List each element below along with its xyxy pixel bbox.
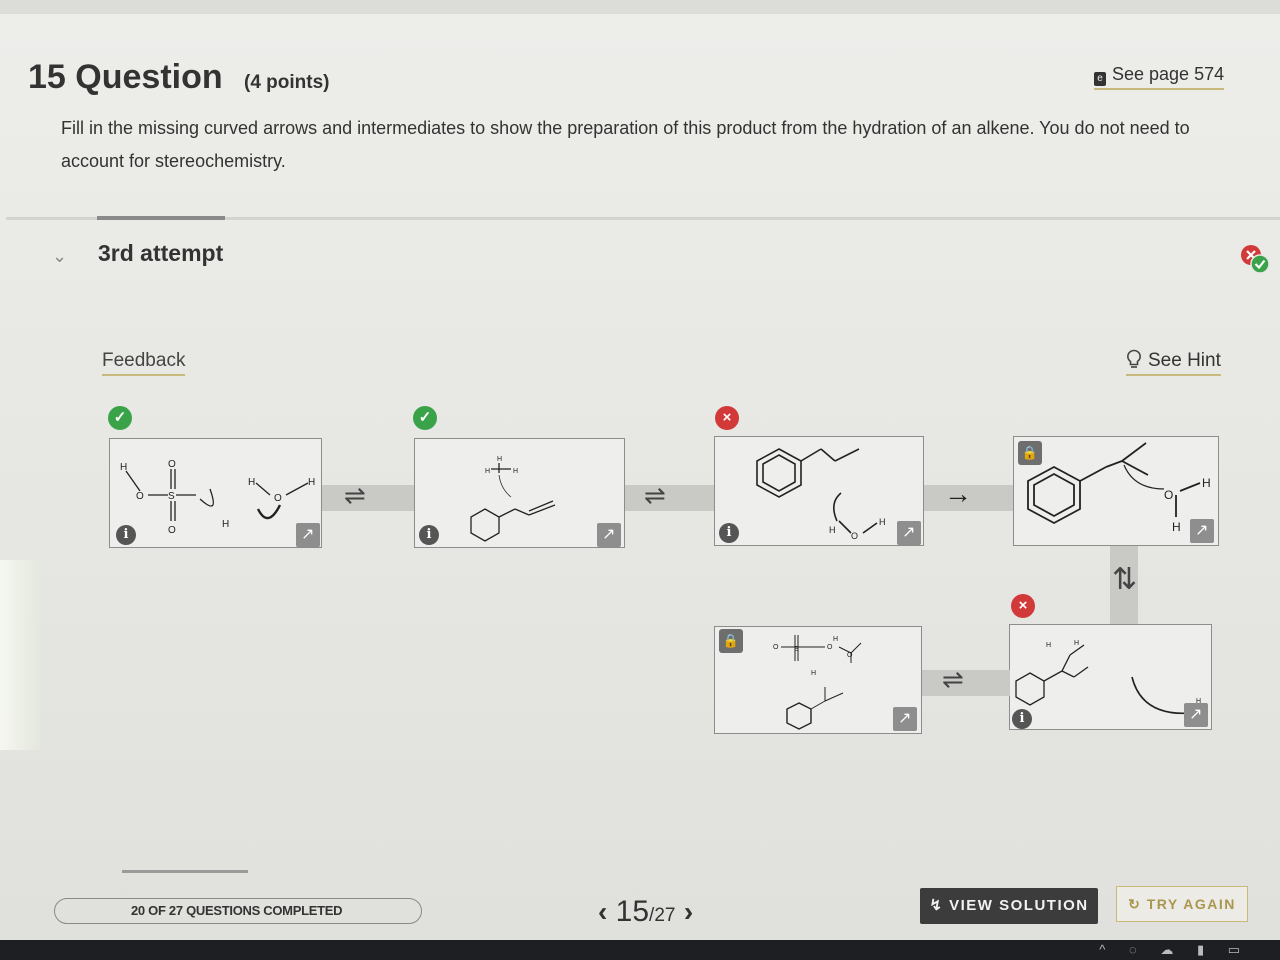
mechanism-step-1[interactable]: H O S O O H O H H i: [109, 438, 322, 548]
atom-label: H: [833, 636, 838, 643]
correct-check-icon: ✓: [108, 406, 132, 430]
view-solution-button[interactable]: ↯ VIEW SOLUTION: [920, 888, 1098, 924]
info-icon[interactable]: i: [719, 523, 739, 543]
try-again-button[interactable]: ↻ TRY AGAIN: [1116, 886, 1248, 922]
atom-label: H: [308, 477, 315, 488]
atom-label: O: [773, 644, 779, 651]
expand-icon[interactable]: [893, 707, 917, 731]
info-icon[interactable]: i: [419, 525, 439, 545]
atom-label: H: [485, 468, 490, 475]
collapse-chevron-icon[interactable]: ⌄: [52, 246, 68, 266]
connector-bar: [924, 485, 1014, 511]
connector-bar: [1110, 546, 1138, 624]
forward-arrow-icon: →: [944, 478, 972, 509]
incorrect-x-icon: ×: [1011, 594, 1035, 618]
molecule-drawing: H O S O O H O H H: [120, 459, 315, 536]
atom-label: H: [120, 462, 127, 473]
screen-glare: [0, 560, 40, 750]
next-question-chevron-icon[interactable]: ›: [683, 896, 694, 927]
atom-label: O: [851, 531, 858, 541]
question-number: 15: [28, 58, 66, 96]
atom-label: H: [1196, 698, 1201, 705]
system-tray-icons: ^ ◌ ☁ ▮ ▭: [1099, 942, 1250, 957]
question-instructions: Fill in the missing curved arrows and in…: [61, 118, 1190, 171]
mechanism-step-4[interactable]: O H H 🔒: [1013, 436, 1219, 546]
mixed-result-badge-icon: [1241, 245, 1270, 274]
atom-label: H: [497, 456, 502, 463]
atom-label: S: [168, 491, 175, 502]
atom-label: O: [136, 491, 144, 502]
divider-accent: [97, 216, 225, 220]
attempt-label: 3rd attempt: [98, 240, 224, 266]
ebook-icon: e: [1094, 72, 1106, 86]
atom-label: H: [1074, 640, 1079, 647]
molecule-drawing: O H H: [1027, 442, 1211, 534]
retry-icon: ↻: [1128, 896, 1142, 912]
molecule-drawing: H O H: [756, 448, 886, 541]
equilibrium-arrow-icon: ⇌: [644, 480, 666, 510]
equilibrium-arrow-icon: ⇅: [1112, 563, 1138, 596]
equilibrium-arrow-icon: ⇌: [942, 664, 964, 694]
see-hint-label: See Hint: [1148, 350, 1221, 371]
connector-bar: [922, 670, 1010, 696]
atom-label: O: [168, 525, 176, 536]
atom-label: H: [513, 468, 518, 475]
try-again-label: TRY AGAIN: [1146, 896, 1236, 912]
expand-icon[interactable]: [1184, 703, 1208, 727]
expand-icon[interactable]: [597, 523, 621, 547]
atom-label: O: [827, 644, 833, 651]
atom-label: H: [879, 517, 886, 527]
view-solution-label: VIEW SOLUTION: [949, 897, 1089, 914]
current-question: 15: [615, 895, 650, 928]
expand-icon[interactable]: [897, 521, 921, 545]
previous-question-chevron-icon[interactable]: ‹: [598, 896, 608, 927]
atom-label: H: [811, 670, 816, 677]
atom-label: O: [847, 652, 853, 659]
connector-bar: [322, 485, 416, 511]
total-questions: /27: [649, 905, 676, 926]
incorrect-x-icon: ×: [715, 406, 739, 430]
molecule-drawing: H H H: [1015, 640, 1203, 715]
atom-label: H: [248, 477, 255, 488]
see-page-link[interactable]: e See page 574: [1094, 64, 1225, 90]
question-label: Question: [75, 58, 223, 96]
atom-label: H: [1172, 520, 1181, 534]
lock-icon: 🔒: [1018, 441, 1042, 465]
feedback-link[interactable]: Feedback: [102, 350, 186, 376]
molecule-drawing: H H H: [470, 456, 556, 542]
mechanism-step-5[interactable]: H H H i: [1009, 624, 1212, 730]
lock-icon: 🔒: [719, 629, 743, 653]
info-icon[interactable]: i: [116, 525, 136, 545]
mechanism-step-3[interactable]: H O H i: [714, 436, 924, 546]
mechanism-step-2[interactable]: H H H i: [414, 438, 625, 548]
see-hint-link[interactable]: See Hint: [1126, 349, 1221, 376]
atom-label: H: [1202, 476, 1211, 490]
atom-label: H: [829, 525, 836, 535]
atom-label: O: [1164, 488, 1173, 502]
expand-icon[interactable]: [296, 523, 320, 547]
atom-label: H: [1046, 642, 1051, 649]
atom-label: H: [222, 519, 229, 530]
lightbulb-icon: [1127, 349, 1141, 368]
molecule-drawing: O S O H O H: [773, 635, 862, 730]
info-icon[interactable]: i: [1012, 709, 1032, 729]
equilibrium-arrow-icon: ⇌: [344, 480, 366, 510]
os-taskbar: [0, 940, 1280, 960]
connector-bar: [624, 485, 716, 511]
question-pager: ‹ 15/27 ›: [598, 895, 693, 929]
progress-indicator: 20 OF 27 QUESTIONS COMPLETED: [54, 898, 422, 924]
section-divider: [6, 217, 1280, 220]
see-page-label: See page 574: [1112, 64, 1225, 84]
expand-icon[interactable]: [1190, 519, 1214, 543]
correct-check-icon: ✓: [413, 406, 437, 430]
mechanism-step-6[interactable]: O S O H O H 🔒: [714, 626, 922, 734]
lightning-icon: ↯: [929, 897, 944, 914]
atom-label: S: [794, 646, 799, 653]
atom-label: O: [274, 493, 282, 504]
question-points: (4 points): [244, 72, 330, 93]
question-title: 15 Question: [28, 58, 223, 97]
footer-divider: [122, 870, 248, 873]
atom-label: O: [168, 459, 176, 470]
